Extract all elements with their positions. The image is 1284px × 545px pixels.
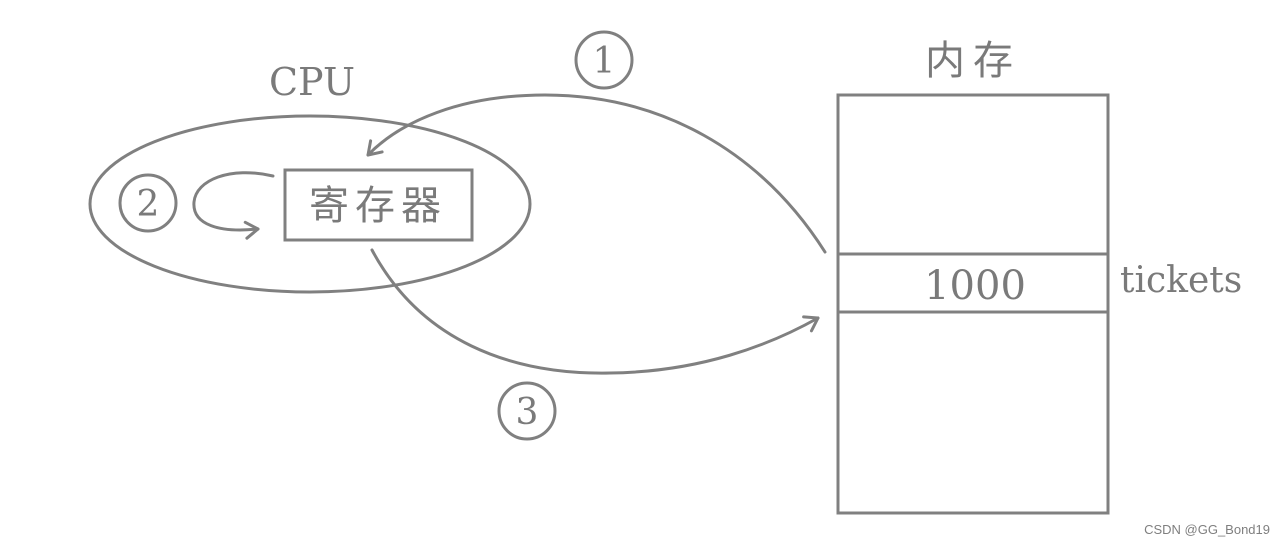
cpu-group: CPU 寄存器: [88, 60, 532, 294]
watermark: CSDN @GG_Bond19: [1144, 522, 1270, 537]
step-1-load-arrow: [366, 93, 827, 254]
memory-group: 内存 1000 tickets: [836, 38, 1242, 515]
variable-name-label: tickets: [1120, 260, 1242, 301]
memory-label: 内存: [925, 38, 1021, 84]
step-3-store-arrow: [370, 248, 820, 375]
step-1-circle: [574, 30, 634, 90]
cpu-label: CPU: [269, 60, 355, 104]
memory-cell-value: 1000: [924, 263, 1026, 309]
step-2-number: 2: [137, 184, 160, 225]
register-label: 寄存器: [309, 183, 447, 229]
step-1-number: 1: [593, 41, 616, 82]
step-2-compute-arrow: [192, 171, 275, 240]
step-3-circle: [497, 381, 557, 441]
memory-block: [836, 93, 1110, 515]
step-3: 3: [370, 248, 820, 441]
register-box: [283, 168, 474, 242]
step-2-circle: [118, 173, 178, 233]
step-1: 1: [366, 30, 827, 254]
step-3-number: 3: [516, 392, 539, 433]
step-2: 2: [118, 171, 275, 240]
cpu-ellipse: [88, 114, 532, 294]
